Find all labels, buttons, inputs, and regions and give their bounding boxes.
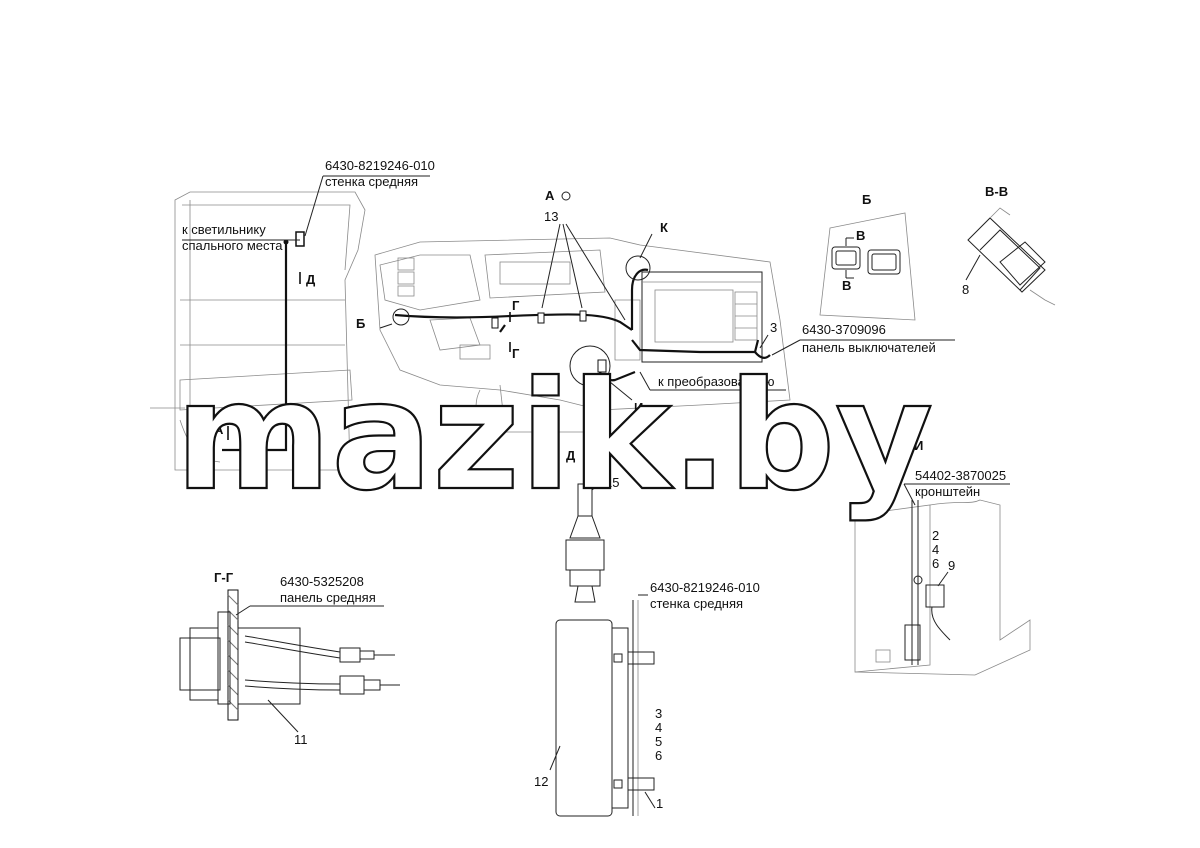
section-gg-switch (179, 589, 400, 733)
callout-3: 3 (770, 320, 777, 335)
view-a-label: А (545, 188, 555, 203)
detail-circle-k (625, 255, 651, 281)
v-marker-bottom: В (842, 278, 851, 293)
to-converter-label: к преобразователю (658, 374, 775, 389)
b-marker: Б (356, 316, 365, 331)
view-b-title: Б (862, 192, 871, 207)
view-i-bracket (854, 483, 1031, 676)
callout-2: 2 (932, 528, 939, 543)
top-left-part-name: стенка средняя (325, 174, 418, 189)
switch-panel-part-name: панель выключателей (802, 340, 936, 355)
callout-5b: 5 (655, 734, 662, 749)
wall-part-name: стенка средняя (650, 596, 743, 611)
detail-circle-b (392, 308, 410, 326)
callout-1: 1 (656, 796, 663, 811)
watermark: mazik.by (175, 350, 933, 524)
view-vv-title: В-В (985, 184, 1008, 199)
to-lamp-label-line2: спального места (182, 238, 283, 253)
a-marker: А (214, 422, 224, 437)
callout-9: 9 (948, 558, 955, 573)
view-a-circle (561, 191, 571, 201)
mid-panel-part-number: 6430-5325208 (280, 574, 364, 589)
callout-6: 6 (932, 556, 939, 571)
detail-circle-i (569, 345, 611, 387)
cab-interior-view (150, 191, 791, 471)
wiring-harness (222, 231, 771, 452)
view-k-label: К (660, 220, 668, 235)
switch-panel-part-number: 6430-3709096 (802, 322, 886, 337)
g-marker-bottom: Г (512, 346, 520, 361)
view-b-switch-panel (819, 212, 916, 321)
v-marker-top: В (856, 228, 865, 243)
mid-panel-part-name: панель средняя (280, 590, 376, 605)
bracket-part-number: 54402-3870025 (915, 468, 1006, 483)
callout-4b: 4 (655, 720, 662, 735)
wall-part-number: 6430-8219246-010 (650, 580, 760, 595)
bracket-part-name: кронштейн (915, 484, 980, 499)
callout-13: 13 (544, 209, 558, 224)
d-marker: Д (306, 272, 316, 287)
callout-12: 12 (534, 774, 548, 789)
top-left-part-number: 6430-8219246-010 (325, 158, 435, 173)
callout-15: 15 (605, 475, 619, 490)
callout-11: 11 (294, 732, 308, 747)
converter-unit-view (549, 594, 656, 817)
to-lamp-label-line1: к светильнику (182, 222, 266, 237)
callout-8: 8 (962, 282, 969, 297)
view-d-connector (565, 477, 607, 603)
callout-3b: 3 (655, 706, 662, 721)
g-marker-top: Г (512, 298, 520, 313)
section-gg-title: Г-Г (214, 570, 234, 585)
callout-4: 4 (932, 542, 939, 557)
view-d-title: Д (566, 448, 576, 463)
i-marker: И (634, 400, 643, 415)
callout-6b: 6 (655, 748, 662, 763)
view-vv-switch (965, 207, 1056, 306)
view-i-title: И (914, 438, 923, 453)
